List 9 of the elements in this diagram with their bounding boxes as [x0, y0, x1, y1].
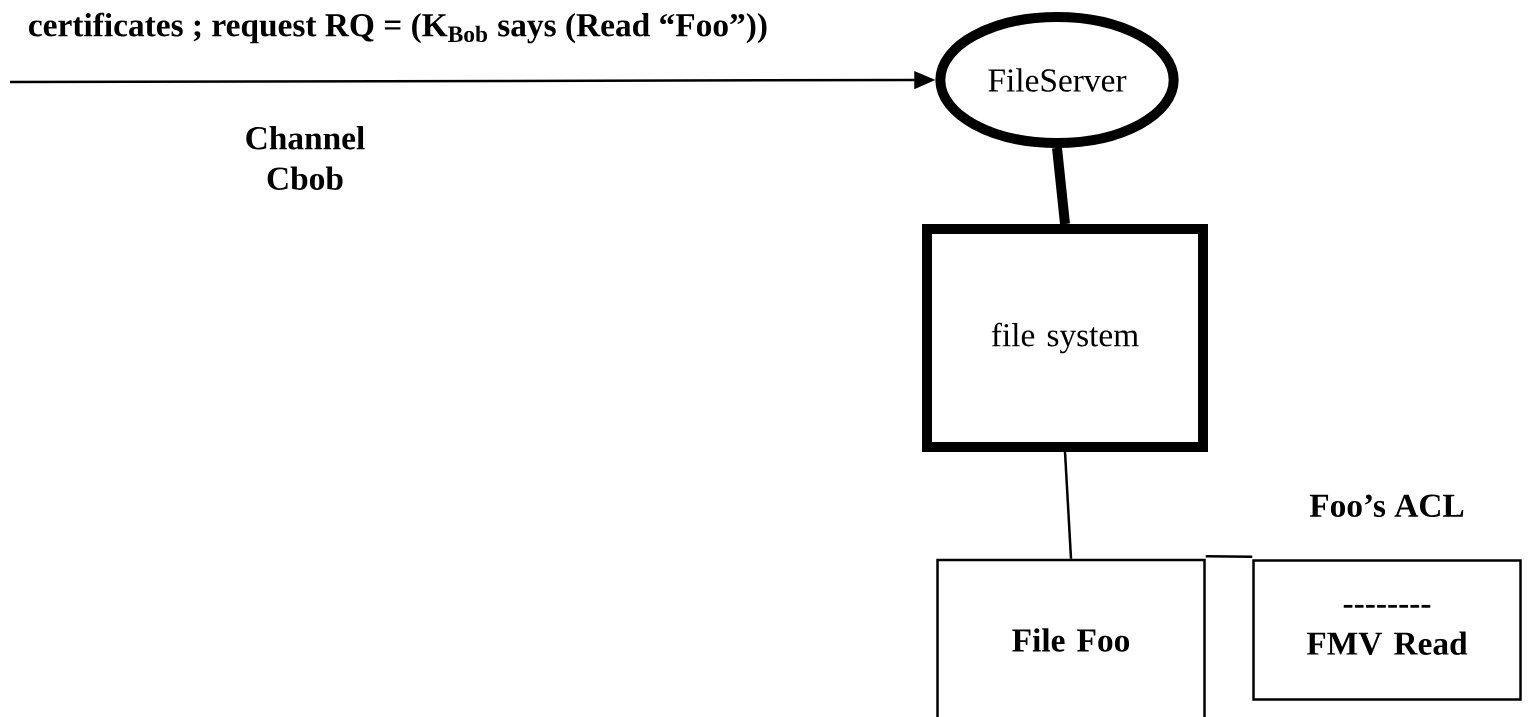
- box: File Foo: [936, 558, 1206, 717]
- channel-label: Channel Cbob: [246, 126, 365, 190]
- edge-label: certificates ; request RQ = (K$_{Bob}$ says (Read “Foo”)): [24, 9, 772, 47]
- connector: [1205, 555, 1253, 558]
- heading: Foo’s ACL: [1309, 494, 1464, 517]
- box: -------- FMV Read: [1252, 559, 1522, 701]
- connector: [1063, 451, 1073, 559]
- connector: [1052, 147, 1070, 225]
- box: file system: [922, 224, 1208, 452]
